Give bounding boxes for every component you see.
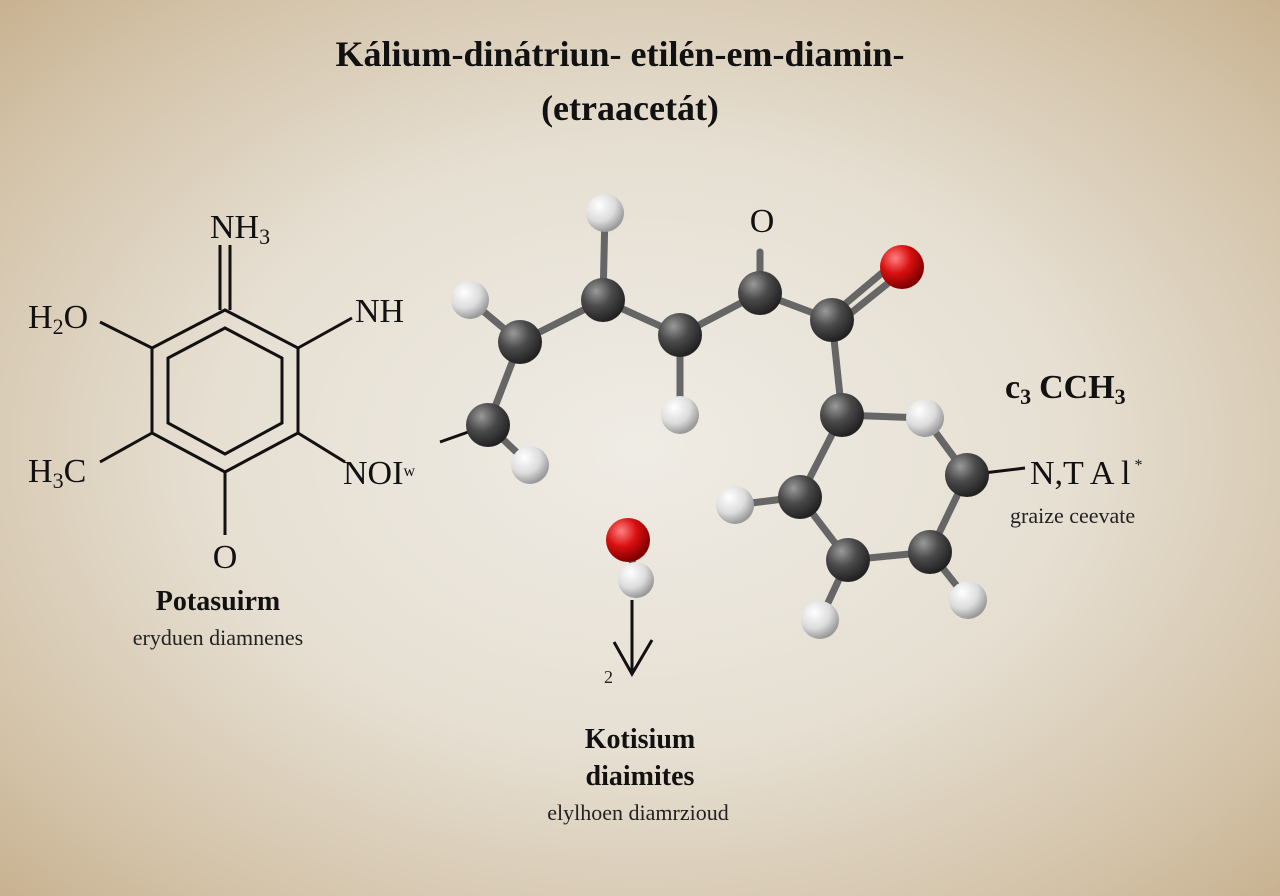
bottom-name-line-1: Kotisium <box>585 724 695 755</box>
left-compound-name: Potasuirm <box>156 586 280 617</box>
carbon-atom <box>466 403 510 447</box>
carbon-atom <box>810 298 854 342</box>
benzene-ring <box>150 308 300 474</box>
hydrogen-atom <box>716 486 754 524</box>
arrow-label: 2 <box>604 667 613 687</box>
o-bottom-label: O <box>213 539 238 576</box>
hydrogen-atom <box>661 396 699 434</box>
left-compound-caption: eryduen diamnenes <box>133 625 303 650</box>
h2o-label: H2O <box>28 299 88 339</box>
hydrogen-atom <box>906 399 944 437</box>
carbon-atom <box>945 453 989 497</box>
skeletal-structure <box>99 245 353 535</box>
carbon-atom <box>778 475 822 519</box>
carbon-atom <box>826 538 870 582</box>
down-arrow-icon <box>612 600 654 678</box>
hydrogen-atoms <box>451 194 987 639</box>
bottom-caption: elylhoen diamrzioud <box>547 800 728 825</box>
carbon-atom <box>738 271 782 315</box>
oxygen-atom <box>606 518 650 562</box>
h3c-label: H3C <box>28 453 86 493</box>
o-top-label: O <box>750 203 775 240</box>
carbon-atom <box>581 278 625 322</box>
oxygen-atom <box>880 245 924 289</box>
hydrogen-atom <box>801 601 839 639</box>
nta-label: N,T A l* <box>1030 455 1142 492</box>
carbon-atom <box>820 393 864 437</box>
hydrogen-atom <box>451 281 489 319</box>
nta-caption: graize ceevate <box>1010 503 1135 528</box>
hydrogen-atom <box>618 562 654 598</box>
title-line-1: Kálium-dinátriun- etilén-em-diamin- <box>336 34 905 74</box>
carbon-atom <box>498 320 542 364</box>
nh3-label: NH3 <box>210 209 270 249</box>
title-line-2: (etraacetát) <box>541 88 719 128</box>
carbon-atom <box>658 313 702 357</box>
hydrogen-atom <box>949 581 987 619</box>
nh-label: NH <box>355 293 404 330</box>
hydrogen-atom <box>586 194 624 232</box>
carbon-atoms <box>466 271 989 582</box>
benzene-inner-ring <box>166 326 284 456</box>
noi-label: NOIw <box>343 455 415 492</box>
bottom-name-line-2: diaimites <box>586 761 695 792</box>
hydrogen-atom <box>511 446 549 484</box>
carbon-atom <box>908 530 952 574</box>
